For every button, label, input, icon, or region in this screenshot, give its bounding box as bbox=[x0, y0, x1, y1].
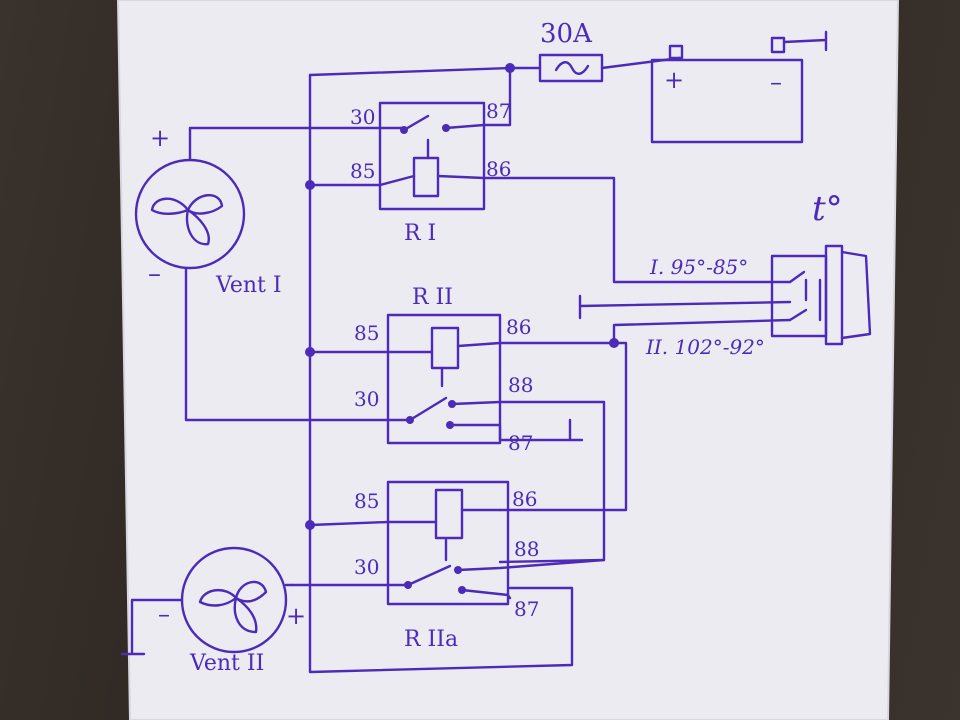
relay2-box bbox=[386, 313, 502, 445]
relay2a-pin85: 85 bbox=[354, 489, 379, 513]
fan1-label: Vent I bbox=[215, 273, 282, 298]
junction-dots bbox=[305, 63, 619, 594]
relay2a-box bbox=[386, 480, 510, 606]
relay1-switch bbox=[402, 114, 486, 132]
relay1-box bbox=[378, 101, 486, 211]
relay1-pin30: 30 bbox=[350, 105, 375, 129]
relay2-86-wire bbox=[456, 341, 616, 348]
relay2-pin87: 87 bbox=[508, 431, 533, 455]
paper-sheet bbox=[118, 0, 898, 720]
sensor-stage1-label: I. 95°-85° bbox=[649, 255, 748, 279]
left-bus-wire bbox=[308, 73, 574, 674]
relay1-pin87: 87 bbox=[486, 99, 511, 123]
relay2-name: R II bbox=[412, 285, 453, 310]
fan-icon bbox=[134, 158, 246, 270]
fan1-minus-label: – bbox=[148, 259, 161, 289]
sensor-stage2-wire bbox=[612, 318, 792, 345]
fan1-minus-wire bbox=[184, 266, 390, 422]
sensor-ground-wire bbox=[578, 294, 792, 320]
fan2-minus-label: – bbox=[158, 600, 170, 628]
relay2a-pin87: 87 bbox=[514, 597, 539, 621]
relay2a-pin88: 88 bbox=[514, 537, 539, 561]
relay2a-85-wire bbox=[308, 520, 438, 527]
battery-minus-label: – bbox=[770, 68, 782, 96]
battery-icon bbox=[650, 30, 828, 144]
relay1-pin85: 85 bbox=[350, 159, 375, 183]
fan2-plus-label: + bbox=[286, 602, 306, 630]
relay2a-pin86: 86 bbox=[512, 487, 537, 511]
relay1-coil-wires bbox=[308, 174, 792, 284]
relay2-87-ground bbox=[448, 418, 584, 442]
relay1-name: R I bbox=[404, 221, 436, 246]
relay2a-87-wire bbox=[460, 588, 512, 600]
fan2-label: Vent II bbox=[189, 651, 264, 676]
fan1-plus-label: + bbox=[150, 124, 170, 152]
thermo-switch-icon bbox=[770, 244, 872, 346]
relay-coil-icon bbox=[430, 326, 460, 370]
relay2-pin30: 30 bbox=[354, 387, 379, 411]
relay1-30-wire bbox=[188, 126, 406, 162]
relay1-pin86: 86 bbox=[486, 157, 511, 181]
fuse-label: 30A bbox=[540, 19, 593, 49]
sensor-stage2-label: II. 102°-92° bbox=[645, 335, 765, 359]
relay1-87-wire bbox=[482, 66, 512, 127]
relay2-pin86: 86 bbox=[506, 315, 531, 339]
relay2-pin88: 88 bbox=[508, 373, 533, 397]
relay2a-86-wire bbox=[498, 341, 628, 512]
fan2-ground-wire bbox=[120, 598, 184, 656]
battery-plus-label: + bbox=[664, 66, 684, 94]
sensor-temp-label: t° bbox=[812, 189, 843, 229]
relay-coil-icon bbox=[434, 488, 464, 540]
relay2a-pin30: 30 bbox=[354, 555, 379, 579]
relay2-pin85: 85 bbox=[354, 321, 379, 345]
relay2a-name: R IIa bbox=[404, 627, 458, 652]
